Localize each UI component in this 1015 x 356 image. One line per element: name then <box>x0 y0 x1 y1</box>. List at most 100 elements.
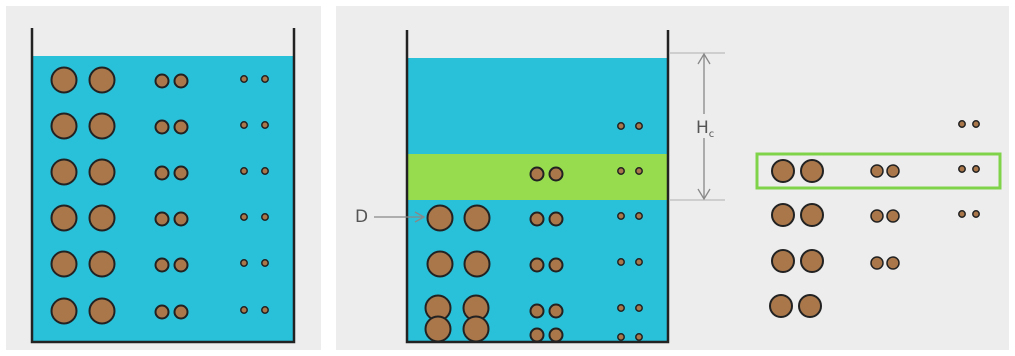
outside-particles <box>769 120 980 318</box>
particle-large-icon <box>771 159 795 183</box>
particle-medium-icon <box>548 211 564 227</box>
particle-small-icon <box>617 212 625 220</box>
diameter-label-group: D <box>355 207 426 227</box>
particle-large-icon <box>50 158 78 186</box>
particle-small-icon <box>617 304 625 312</box>
highlight-box <box>755 152 1002 190</box>
particle-small-icon <box>240 213 248 221</box>
particle-medium-icon <box>154 165 170 181</box>
right-tank-particles <box>424 122 643 343</box>
particle-small-icon <box>261 121 269 129</box>
particle-medium-icon <box>886 209 900 223</box>
particle-large-icon <box>50 204 78 232</box>
particle-large-icon <box>463 250 491 278</box>
particle-large-icon <box>769 294 793 318</box>
particle-small-icon <box>972 165 980 173</box>
particle-large-icon <box>88 297 116 325</box>
particle-small-icon <box>240 259 248 267</box>
particle-medium-icon <box>529 327 545 343</box>
particle-large-icon <box>88 204 116 232</box>
particle-small-icon <box>958 165 966 173</box>
particle-medium-icon <box>154 257 170 273</box>
particle-medium-icon <box>886 164 900 178</box>
height-arrow-up-icon <box>697 52 711 65</box>
particle-small-icon <box>261 213 269 221</box>
particle-small-icon <box>958 120 966 128</box>
particle-medium-icon <box>154 304 170 320</box>
right-tank <box>405 30 670 344</box>
particle-small-icon <box>617 167 625 175</box>
particle-medium-icon <box>529 166 545 182</box>
particle-small-icon <box>617 333 625 341</box>
particle-small-icon <box>635 333 643 341</box>
particle-small-icon <box>635 258 643 266</box>
height-arrow-down-icon <box>697 188 711 201</box>
particle-small-icon <box>617 258 625 266</box>
particle-small-icon <box>972 210 980 218</box>
particle-large-icon <box>800 249 824 273</box>
particle-small-icon <box>635 304 643 312</box>
particle-medium-icon <box>529 211 545 227</box>
particle-large-icon <box>771 203 795 227</box>
particle-large-icon <box>88 112 116 140</box>
particle-medium-icon <box>886 256 900 270</box>
left-particles <box>50 66 269 325</box>
particle-large-icon <box>50 250 78 278</box>
particle-large-icon <box>88 158 116 186</box>
particle-medium-icon <box>548 303 564 319</box>
particle-medium-icon <box>154 119 170 135</box>
particle-small-icon <box>240 306 248 314</box>
height-dimension: Hc <box>669 52 725 201</box>
particle-small-icon <box>261 167 269 175</box>
particle-small-icon <box>240 121 248 129</box>
particle-large-icon <box>426 250 454 278</box>
particle-small-icon <box>635 122 643 130</box>
particle-medium-icon <box>173 165 189 181</box>
height-label: Hc <box>696 118 714 140</box>
particle-large-icon <box>88 66 116 94</box>
particle-medium-icon <box>870 256 884 270</box>
particle-small-icon <box>635 212 643 220</box>
particle-small-icon <box>261 75 269 83</box>
left-tank <box>30 28 296 344</box>
particle-large-icon <box>462 315 490 343</box>
diameter-label: D <box>355 207 368 227</box>
particle-medium-icon <box>548 327 564 343</box>
particle-small-icon <box>617 122 625 130</box>
particle-large-icon <box>771 249 795 273</box>
particle-medium-icon <box>173 119 189 135</box>
particle-small-icon <box>261 259 269 267</box>
particle-large-icon <box>426 204 454 232</box>
particle-medium-icon <box>870 209 884 223</box>
particle-medium-icon <box>529 257 545 273</box>
particle-large-icon <box>798 294 822 318</box>
particle-medium-icon <box>173 211 189 227</box>
particle-large-icon <box>50 112 78 140</box>
particle-medium-icon <box>548 166 564 182</box>
particle-small-icon <box>972 120 980 128</box>
particle-medium-icon <box>529 303 545 319</box>
particle-large-icon <box>88 250 116 278</box>
left-tank-water <box>32 56 294 342</box>
particle-large-icon <box>50 66 78 94</box>
particle-small-icon <box>261 306 269 314</box>
particle-medium-icon <box>870 164 884 178</box>
particle-large-icon <box>50 297 78 325</box>
particle-large-icon <box>800 159 824 183</box>
particle-medium-icon <box>548 257 564 273</box>
diameter-arrow-icon <box>414 211 426 223</box>
particle-large-icon <box>800 203 824 227</box>
sorted-particles <box>755 120 1002 318</box>
particle-medium-icon <box>154 73 170 89</box>
particle-small-icon <box>958 210 966 218</box>
left-tank-walls <box>30 28 296 344</box>
particle-medium-icon <box>173 304 189 320</box>
particle-medium-icon <box>173 257 189 273</box>
particle-small-icon <box>240 167 248 175</box>
particle-small-icon <box>240 75 248 83</box>
particle-medium-icon <box>173 73 189 89</box>
particle-small-icon <box>635 167 643 175</box>
particle-large-icon <box>463 204 491 232</box>
particle-medium-icon <box>154 211 170 227</box>
